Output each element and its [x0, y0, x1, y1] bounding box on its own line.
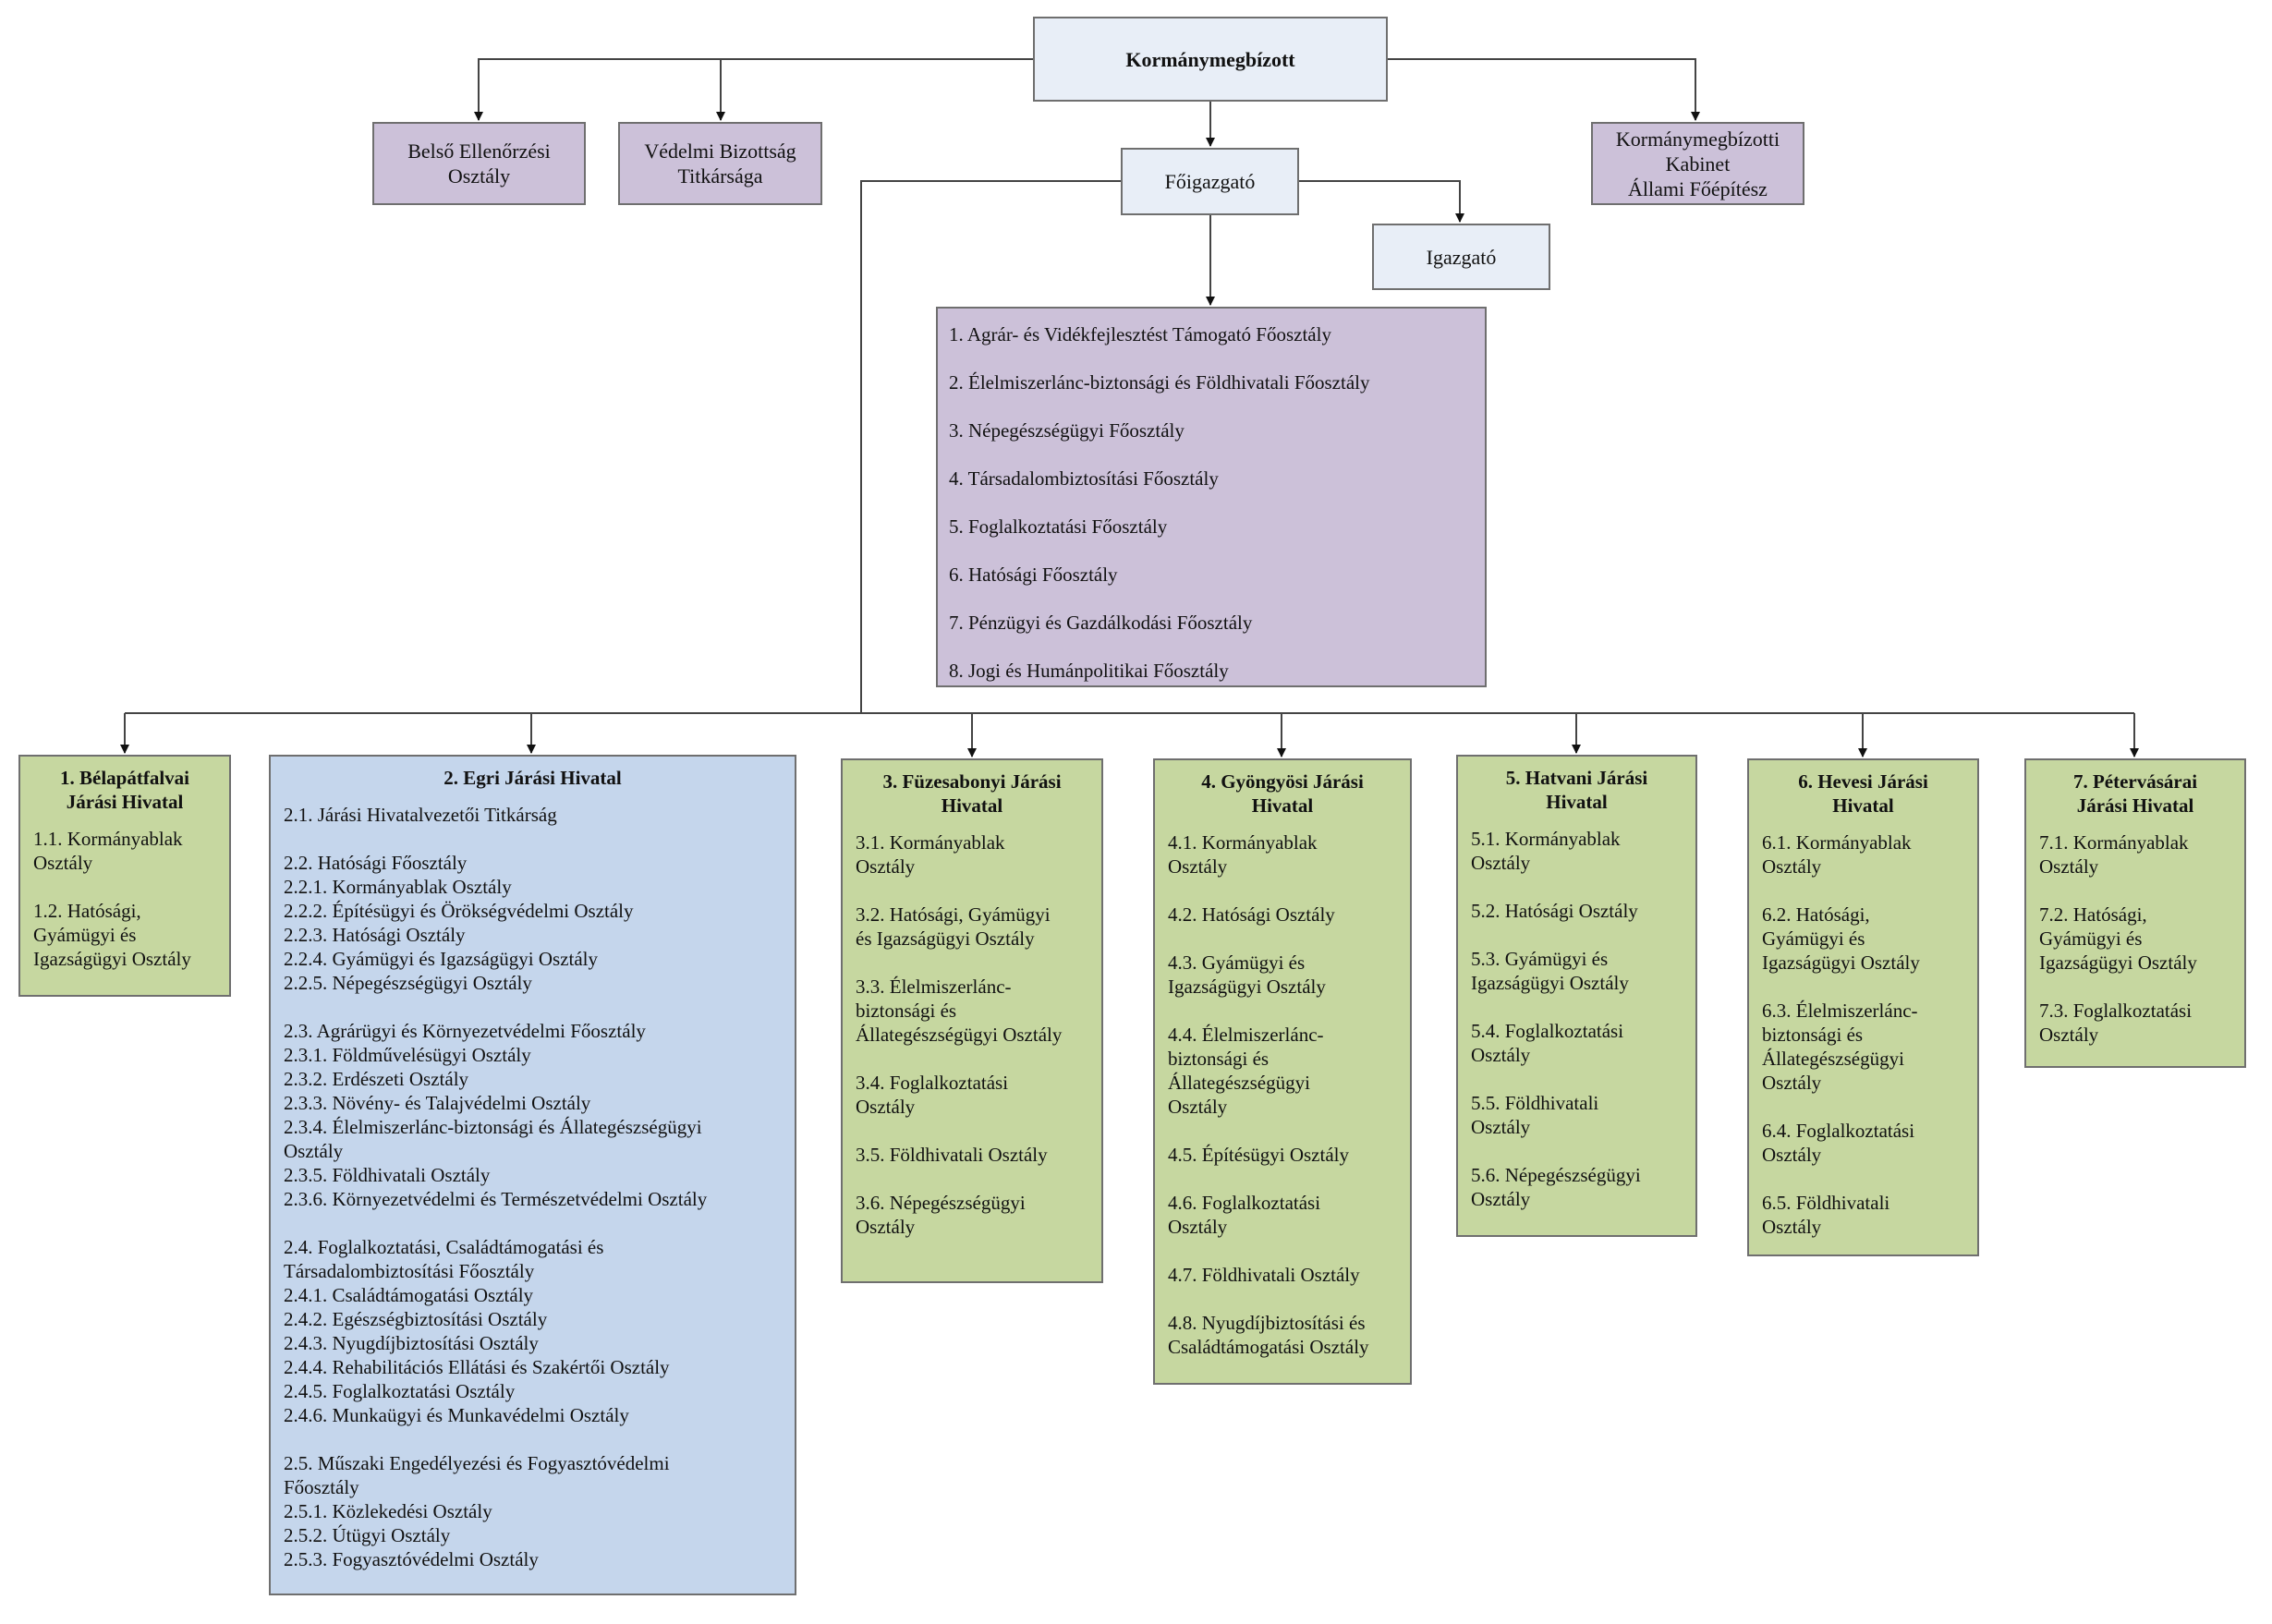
office-fuzesabonyi: 3. Füzesabonyi Járási Hivatal 3.1. Kormá… — [841, 758, 1103, 1283]
office-entry: 4.3. Gyámügyi és Igazságügyi Osztály — [1168, 951, 1326, 998]
office-entry: 4.1. Kormányablak Osztály — [1168, 831, 1318, 878]
office-entry: 3.6. Népegészségügyi Osztály — [856, 1192, 1026, 1238]
office-hevesi: 6. Hevesi Járási Hivatal 6.1. Kormányabl… — [1747, 758, 1979, 1256]
office-entry: 4.2. Hatósági Osztály — [1168, 903, 1335, 926]
office-title: 1. Bélapátfalvai Járási Hivatal — [60, 767, 189, 813]
office-group: 2.2. Hatósági Főosztály 2.2.1. Kormányab… — [284, 852, 634, 994]
office-title: 3. Füzesabonyi Járási Hivatal — [882, 770, 1062, 817]
office-entry: 7.1. Kormányablak Osztály — [2039, 831, 2189, 878]
office-entry: 3.1. Kormányablak Osztály — [856, 831, 1005, 878]
office-entry: 5.4. Foglalkoztatási Osztály — [1471, 1020, 1624, 1066]
office-entry: 6.2. Hatósági, Gyámügyi és Igazságügyi O… — [1762, 903, 1920, 974]
foigazgato-label: Főigazgató — [1164, 170, 1256, 193]
directorate-item: 3. Népegészségügyi Főosztály — [949, 419, 1185, 442]
office-entry: 6.1. Kormányablak Osztály — [1762, 831, 1912, 878]
office-entry: 4.5. Építésügyi Osztály — [1168, 1144, 1349, 1166]
directorate-item: 2. Élelmiszerlánc-biztonsági és Földhiva… — [949, 371, 1370, 394]
office-entry: 4.8. Nyugdíjbiztosítási és Családtámogat… — [1168, 1312, 1369, 1358]
igazgato-box: Igazgató — [1372, 224, 1550, 290]
connector-kabinet — [1388, 58, 1700, 121]
office-petervasarai: 7. Pétervásárai Járási Hivatal 7.1. Korm… — [2024, 758, 2246, 1068]
office-entry: 3.5. Földhivatali Osztály — [856, 1144, 1048, 1166]
office-entry: 7.3. Foglalkoztatási Osztály — [2039, 1000, 2193, 1046]
office-entry: 6.4. Foglalkoztatási Osztály — [1762, 1120, 1915, 1166]
igazgato-label: Igazgató — [1426, 245, 1497, 269]
kabinet-label-line-2: Kabinet — [1665, 151, 1731, 176]
office-entry: 3.3. Élelmiszerlánc- biztonsági és Állat… — [856, 976, 1063, 1046]
office-egri: 2. Egri Járási Hivatal 2.1. Járási Hivat… — [269, 755, 796, 1595]
office-group: 2.3. Agrárügyi és Környezetvédelmi Főosz… — [284, 1020, 708, 1210]
office-title: 6. Hevesi Járási Hivatal — [1798, 770, 1928, 817]
vedelmi-label-line-1: Védelmi Bizottság — [644, 139, 796, 163]
office-entry: 4.4. Élelmiszerlánc- biztonsági és Állat… — [1168, 1024, 1324, 1118]
directorate-item: 1. Agrár- és Vidékfejlesztést Támogató F… — [949, 323, 1331, 345]
kormanymegbizott-box: Kormánymegbízott — [1033, 17, 1388, 102]
office-group: 2.4. Foglalkoztatási, Családtámogatási é… — [284, 1236, 670, 1426]
office-group: 2.5. Műszaki Engedélyezési és Fogyasztóv… — [284, 1452, 670, 1570]
kabinet-label-line-3: Állami Főépítész — [1628, 176, 1768, 200]
connector-belso — [474, 58, 1033, 121]
office-entry: 5.1. Kormányablak Osztály — [1471, 828, 1621, 874]
office-group: 2.1. Járási Hivatalvezetői Titkárság — [284, 804, 557, 826]
office-gyongyosi: 4. Gyöngyösi Járási Hivatal 4.1. Kormány… — [1153, 758, 1412, 1385]
office-entry: 7.2. Hatósági, Gyámügyi és Igazságügyi O… — [2039, 903, 2197, 974]
office-hatvani: 5. Hatvani Járási Hivatal 5.1. Kormányab… — [1456, 755, 1697, 1237]
office-title: 2. Egri Járási Hivatal — [443, 767, 622, 789]
directorate-item: 8. Jogi és Humánpolitikai Főosztály — [949, 660, 1229, 682]
belso-label-line-2: Osztály — [447, 164, 511, 188]
directorate-item: 4. Társadalombiztosítási Főosztály — [949, 467, 1219, 490]
directorates-box: 1. Agrár- és Vidékfejlesztést Támogató F… — [936, 307, 1487, 687]
office-entry: 1.2. Hatósági, Gyámügyi és Igazságügyi O… — [33, 900, 191, 970]
office-entry: 5.2. Hatósági Osztály — [1471, 900, 1638, 922]
belso-label-line-1: Belső Ellenőrzési — [407, 139, 551, 163]
connector-igazgato — [1299, 180, 1464, 223]
office-entry: 5.6. Népegészségügyi Osztály — [1471, 1164, 1641, 1210]
office-entry: 4.6. Foglalkoztatási Osztály — [1168, 1192, 1321, 1238]
office-entry: 6.5. Földhivatali Osztály — [1762, 1192, 1890, 1238]
foigazgato-box: Főigazgató — [1121, 148, 1299, 215]
office-title: 7. Pétervásárai Járási Hivatal — [2072, 770, 2198, 817]
office-title: 5. Hatvani Járási Hivatal — [1505, 767, 1648, 813]
office-entry: 3.2. Hatósági, Gyámügyi és Igazságügyi O… — [856, 903, 1051, 950]
vedelmi-label-line-2: Titkársága — [677, 164, 763, 188]
connector-offices-trunk — [860, 180, 1121, 713]
office-entry: 6.3. Élelmiszerlánc- biztonsági és Állat… — [1762, 1000, 1918, 1094]
kabinet-box: Kormánymegbízotti Kabinet Állami Főépíté… — [1591, 122, 1804, 205]
office-entry: 1.1. Kormányablak Osztály — [33, 828, 183, 874]
vedelmi-bizottsag-box: Védelmi Bizottság Titkársága — [618, 122, 822, 205]
office-entry: 4.7. Földhivatali Osztály — [1168, 1264, 1360, 1286]
directorate-item: 7. Pénzügyi és Gazdálkodási Főosztály — [949, 612, 1253, 634]
belso-ellenorzesi-box: Belső Ellenőrzési Osztály — [372, 122, 586, 205]
kormanymegbizott-label: Kormánymegbízott — [1125, 47, 1295, 71]
directorate-item: 5. Foglalkoztatási Főosztály — [949, 515, 1168, 538]
office-entry: 5.5. Földhivatali Osztály — [1471, 1092, 1599, 1138]
directorate-item: 6. Hatósági Főosztály — [949, 564, 1118, 586]
office-title: 4. Gyöngyösi Járási Hivatal — [1201, 770, 1364, 817]
office-entry: 3.4. Foglalkoztatási Osztály — [856, 1072, 1009, 1118]
office-belapatfalvai: 1. Bélapátfalvai Járási Hivatal 1.1. Kor… — [18, 755, 231, 997]
kabinet-label-line-1: Kormánymegbízotti — [1615, 127, 1780, 151]
office-entry: 5.3. Gyámügyi és Igazságügyi Osztály — [1471, 948, 1629, 994]
